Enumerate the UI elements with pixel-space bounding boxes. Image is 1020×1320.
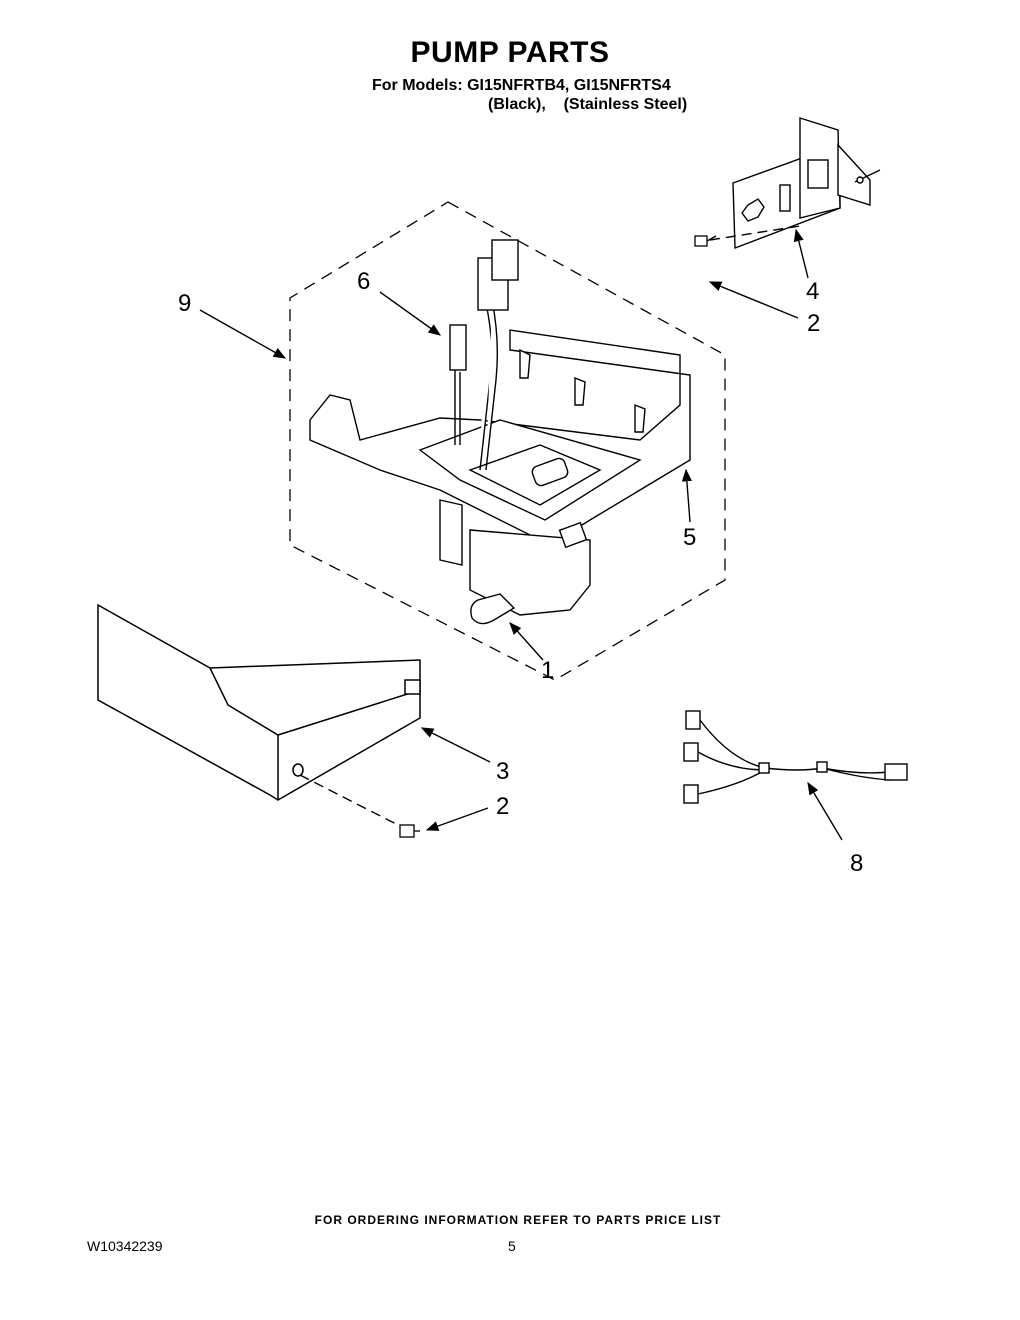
leader-1 xyxy=(509,622,544,661)
variants-line: (Black), (Stainless Steel) xyxy=(488,96,688,113)
ordering-note: FOR ORDERING INFORMATION REFER TO PARTS … xyxy=(314,1213,722,1227)
pump-assembly-boundary xyxy=(289,201,726,681)
callout-4: 4 xyxy=(806,278,820,305)
page-title: PUMP PARTS xyxy=(410,36,610,69)
leader-5 xyxy=(681,468,692,523)
leader-6 xyxy=(379,291,442,336)
callout-2-top: 2 xyxy=(807,310,821,337)
page-number: 5 xyxy=(508,1238,516,1254)
leader-8 xyxy=(807,781,843,841)
document-number: W10342239 xyxy=(87,1238,163,1254)
leader-4 xyxy=(793,228,809,279)
callout-2-bottom: 2 xyxy=(496,793,510,820)
wire-harness xyxy=(683,710,908,804)
leader-9 xyxy=(199,309,287,359)
leader-3 xyxy=(420,727,491,763)
wire-connectors xyxy=(449,239,519,471)
mounting-bracket xyxy=(732,117,881,250)
leader-lines xyxy=(199,225,843,841)
cover-panel xyxy=(97,603,421,801)
callout-8: 8 xyxy=(850,850,864,877)
panel-screw xyxy=(399,824,420,838)
callout-5: 5 xyxy=(683,524,697,551)
callout-9: 9 xyxy=(178,290,192,317)
pump-motor xyxy=(469,521,591,625)
models-line: For Models: GI15NFRTB4, GI15NFRTS4 xyxy=(372,77,671,94)
callout-3: 3 xyxy=(496,758,510,785)
callout-1: 1 xyxy=(541,657,555,684)
leader-2b xyxy=(425,807,489,831)
callout-6: 6 xyxy=(357,268,371,295)
pump-tray xyxy=(309,329,691,566)
leader-2a xyxy=(708,281,799,319)
bracket-screw xyxy=(694,235,717,247)
screw-alignment-line xyxy=(299,774,401,827)
